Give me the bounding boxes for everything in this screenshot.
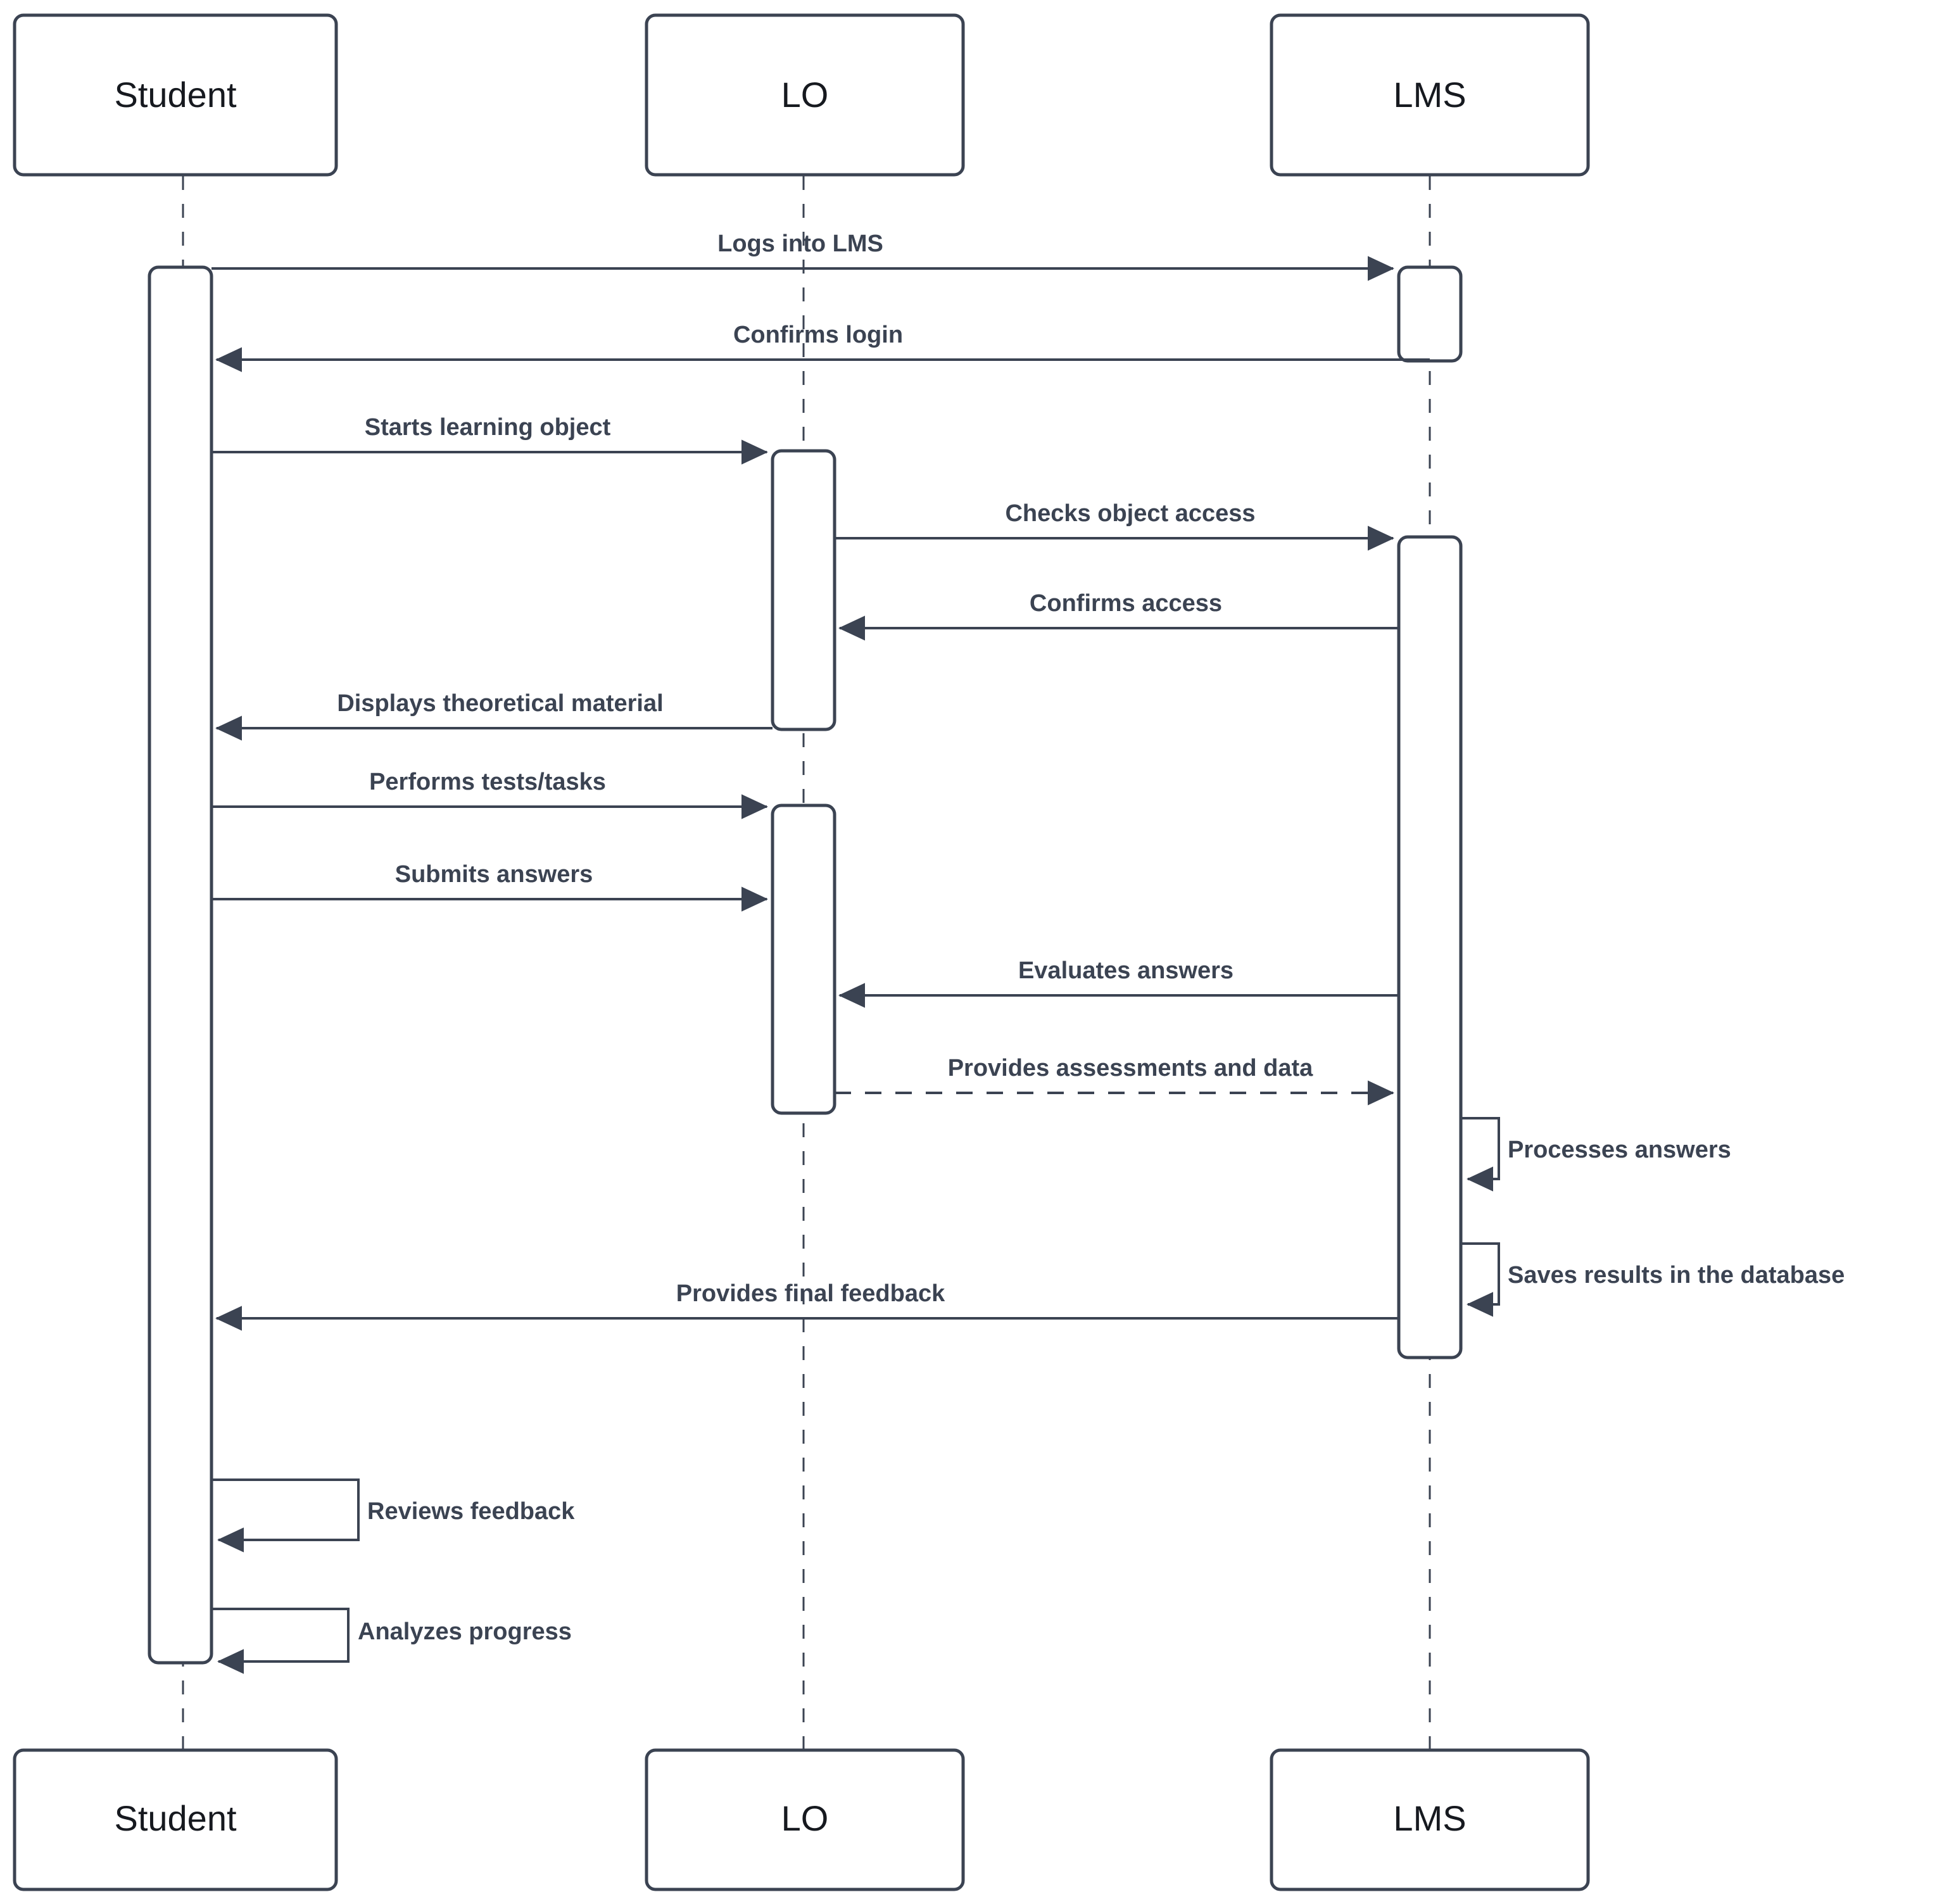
message-evaluates-answers[interactable]: Evaluates answers bbox=[838, 957, 1399, 1008]
message-reviews-feedback[interactable]: Reviews feedback bbox=[211, 1478, 575, 1553]
message-label-saves-results-in-the-database: Saves results in the database bbox=[1508, 1262, 1845, 1289]
message-label-logs-into-lms: Logs into LMS bbox=[717, 230, 883, 257]
message-label-starts-learning-object: Starts learning object bbox=[365, 414, 611, 441]
message-arrow-reviews-feedback[interactable] bbox=[211, 1478, 360, 1553]
message-submits-answers[interactable]: Submits answers bbox=[211, 861, 768, 912]
message-confirms-login[interactable]: Confirms login bbox=[215, 322, 1430, 372]
activation-lms-main bbox=[1397, 535, 1463, 1359]
message-label-performs-tests-tasks: Performs tests/tasks bbox=[369, 769, 606, 795]
message-label-provides-final-feedback: Provides final feedback bbox=[676, 1280, 945, 1307]
message-label-submits-answers: Submits answers bbox=[395, 861, 593, 888]
participant-box-lms[interactable] bbox=[1270, 13, 1590, 177]
message-label-displays-theoretical-material: Displays theoretical material bbox=[337, 690, 663, 717]
activation-bars-group bbox=[148, 265, 1463, 1665]
participant-label-bottom-student: Student bbox=[114, 1798, 236, 1838]
message-saves-results-in-the-database[interactable]: Saves results in the database bbox=[1461, 1242, 1845, 1317]
message-label-evaluates-answers: Evaluates answers bbox=[1018, 957, 1233, 984]
message-label-confirms-login: Confirms login bbox=[733, 322, 903, 348]
message-label-provides-assessments-and-data: Provides assessments and data bbox=[948, 1055, 1313, 1081]
message-label-processes-answers: Processes answers bbox=[1508, 1137, 1731, 1163]
participant-header-lo[interactable]: LO bbox=[645, 13, 965, 177]
activation-student-main bbox=[148, 265, 213, 1665]
message-arrow-saves-results-in-the-database[interactable] bbox=[1461, 1242, 1500, 1317]
participant-box-bottom-lo[interactable] bbox=[645, 1748, 965, 1891]
message-arrow-analyzes-progress[interactable] bbox=[211, 1608, 350, 1674]
participant-header-lms[interactable]: LMS bbox=[1270, 13, 1590, 177]
message-label-checks-object-access: Checks object access bbox=[1005, 500, 1255, 527]
message-confirms-access[interactable]: Confirms access bbox=[838, 590, 1399, 641]
participant-box-bottom-student[interactable] bbox=[13, 1748, 338, 1891]
message-label-reviews-feedback: Reviews feedback bbox=[367, 1498, 575, 1525]
message-processes-answers[interactable]: Processes answers bbox=[1461, 1117, 1731, 1192]
participant-label-bottom-lms: LMS bbox=[1393, 1798, 1466, 1838]
participant-footer-lms[interactable]: LMS bbox=[1270, 1748, 1590, 1891]
message-arrow-processes-answers[interactable] bbox=[1461, 1117, 1500, 1192]
activation-lms-login bbox=[1397, 265, 1463, 363]
message-displays-theoretical-material[interactable]: Displays theoretical material bbox=[215, 690, 773, 741]
activation-lo-assessment bbox=[771, 804, 836, 1115]
participant-box-lo[interactable] bbox=[645, 13, 965, 177]
participant-label-student: Student bbox=[114, 75, 236, 115]
message-checks-object-access[interactable]: Checks object access bbox=[835, 500, 1394, 551]
message-provides-assessments-and-data[interactable]: Provides assessments and data bbox=[835, 1055, 1394, 1106]
message-analyzes-progress[interactable]: Analyzes progress bbox=[211, 1608, 572, 1674]
activation-lo-theory bbox=[771, 449, 836, 731]
participant-footer-lo[interactable]: LO bbox=[645, 1748, 965, 1891]
participant-box-student[interactable] bbox=[13, 13, 338, 177]
participant-box-bottom-lms[interactable] bbox=[1270, 1748, 1590, 1891]
participant-label-bottom-lo: LO bbox=[781, 1798, 829, 1838]
participant-label-lms: LMS bbox=[1393, 75, 1466, 115]
message-logs-into-lms[interactable]: Logs into LMS bbox=[211, 230, 1394, 281]
message-label-confirms-access: Confirms access bbox=[1030, 590, 1222, 617]
message-performs-tests-tasks[interactable]: Performs tests/tasks bbox=[211, 769, 768, 819]
participant-footer-student[interactable]: Student bbox=[13, 1748, 338, 1891]
participant-header-student[interactable]: Student bbox=[13, 13, 338, 177]
message-provides-final-feedback[interactable]: Provides final feedback bbox=[215, 1280, 1399, 1331]
message-label-analyzes-progress: Analyzes progress bbox=[358, 1618, 572, 1645]
participant-label-lo: LO bbox=[781, 75, 829, 115]
message-starts-learning-object[interactable]: Starts learning object bbox=[211, 414, 768, 465]
